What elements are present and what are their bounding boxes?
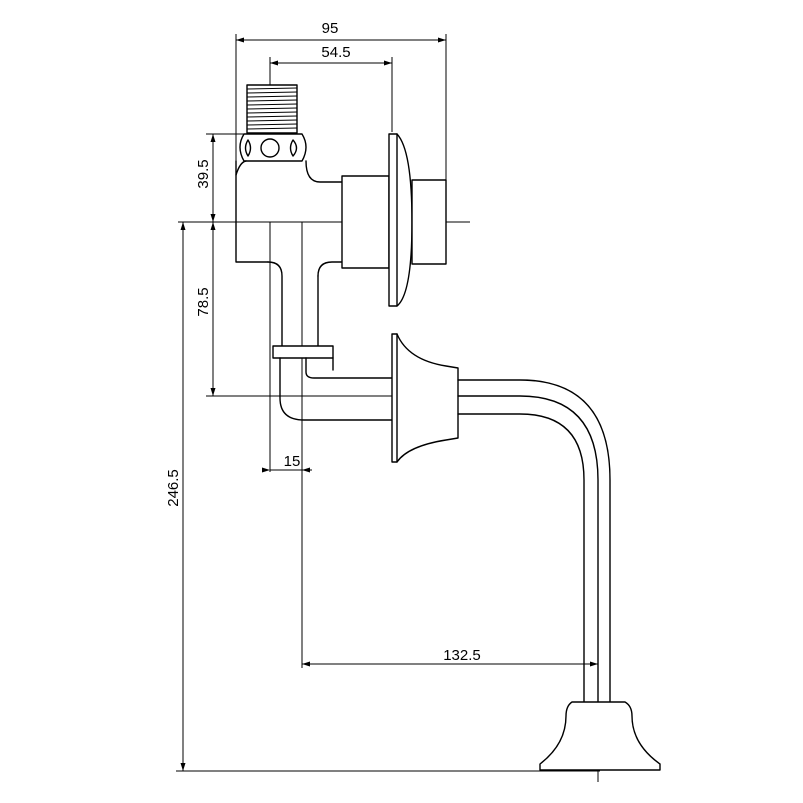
dim-label-95: 95: [322, 20, 339, 37]
dim-label-246-5: 246.5: [165, 469, 182, 507]
dim-label-54-5: 54.5: [321, 44, 350, 61]
spout-tube: [457, 379, 611, 703]
dim-label-132-5: 132.5: [443, 647, 481, 664]
thread-lines: [246, 87, 298, 130]
elbow-connector: [272, 345, 393, 421]
spout-base: [539, 701, 661, 771]
dimension-arrows: [180, 37, 598, 771]
spout-flange: [391, 333, 459, 463]
dim-label-15: 15: [284, 453, 301, 470]
valve-body: [235, 84, 447, 349]
dim-label-78-5: 78.5: [195, 287, 212, 316]
dim-label-39-5: 39.5: [195, 159, 212, 188]
